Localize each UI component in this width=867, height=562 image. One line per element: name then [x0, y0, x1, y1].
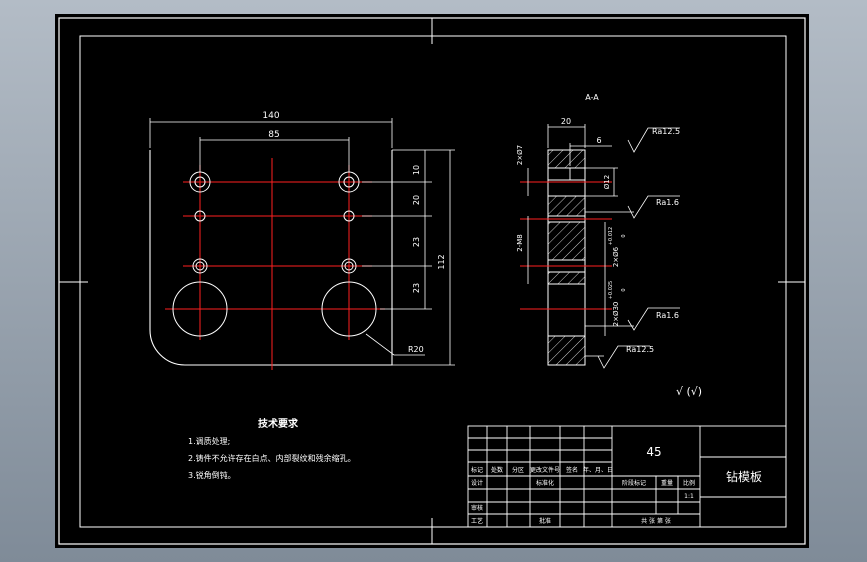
- hdr-date: 年、月、日: [583, 466, 613, 474]
- tech-item-3: 3.锐角倒钝。: [188, 470, 236, 480]
- section-view: A-A: [516, 93, 680, 369]
- row-process: 工艺: [471, 517, 483, 525]
- weight: 重量: [661, 479, 673, 487]
- tol2-bush-hole-30: 0: [621, 288, 627, 291]
- dim-row-4: 23: [412, 283, 421, 293]
- roughness-1: Ra12.5: [652, 127, 680, 136]
- plate-outline: [149, 150, 393, 366]
- stage-mark: 阶段标记: [622, 479, 646, 487]
- tech-title: 技术要求: [258, 417, 299, 430]
- dim-row-1: 10: [412, 165, 421, 175]
- hdr-sign: 签名: [566, 466, 578, 474]
- row-design: 设计: [471, 479, 483, 487]
- dim-corner-radius: R20: [408, 345, 424, 354]
- hdr-change-doc: 更改文件号: [530, 466, 560, 474]
- center-lines: [165, 158, 385, 370]
- tech-requirements: 技术要求 1.调质处理; 2.铸件不允许存在白点、内部裂纹和残余缩孔。 3.锐角…: [188, 417, 356, 480]
- holes: [172, 171, 377, 337]
- section-body: [520, 149, 612, 366]
- row-approve: 批准: [539, 517, 551, 525]
- part-name: 钻模板: [726, 469, 762, 484]
- bush-hole-left: [172, 281, 228, 337]
- callout-small-hole: 2×Ø7: [516, 145, 524, 165]
- title-block: 45 钻模板 标记 处数 分区 更改文件号 签名 年、月、日 设计 标准化 审核…: [467, 425, 787, 528]
- guide-hole-right-inner: [344, 261, 354, 271]
- hdr-count: 处数: [491, 466, 503, 474]
- roughness-3: Ra1.6: [656, 311, 679, 320]
- centering-marks: [59, 18, 805, 544]
- roughness-4: Ra12.5: [626, 345, 654, 354]
- bush-hole-right: [321, 281, 377, 337]
- guide-hole-left-inner: [195, 261, 205, 271]
- callout-bush-hole-30: 2×Ø30: [612, 302, 620, 327]
- plan-view: 140 85 10 20 23 23 112 R20: [149, 111, 455, 370]
- dim-counterbore: 6: [596, 136, 601, 145]
- tol2-bush-hole-6: 0: [621, 234, 627, 237]
- dim-hole-spacing: 85: [268, 130, 279, 140]
- through-hole-left: [194, 176, 206, 188]
- tech-item-2: 2.铸件不允许存在白点、内部裂纹和残余缩孔。: [188, 453, 356, 463]
- dim-small-dia: Ø12: [603, 175, 611, 189]
- dim-row-3: 23: [412, 237, 421, 247]
- threaded-hole-left: [194, 210, 206, 222]
- scale: 比例: [683, 479, 695, 487]
- row-standard: 标准化: [536, 479, 554, 487]
- material: 45: [646, 445, 661, 459]
- plan-dimension-lines: [149, 118, 455, 366]
- drawing-background: [55, 14, 809, 548]
- hdr-zone: 分区: [512, 466, 524, 474]
- guide-hole-right: [341, 258, 357, 274]
- threaded-hole-right: [343, 210, 355, 222]
- dim-overall-height: 112: [437, 254, 446, 269]
- tol-bush-hole-6: +0.012: [608, 227, 614, 246]
- dim-overall-width: 140: [262, 111, 279, 121]
- guide-hole-left: [192, 258, 208, 274]
- tech-item-1: 1.调质处理;: [188, 436, 230, 446]
- callout-mid-hole: 2-M8: [516, 234, 524, 251]
- section-dimension-lines: [527, 124, 680, 369]
- roughness-2: Ra1.6: [656, 198, 679, 207]
- hdr-mark: 标记: [471, 466, 483, 474]
- overall-roughness: √ (√): [676, 385, 702, 398]
- sheets: 共 张 第 张: [641, 517, 671, 525]
- scale-value: 1:1: [684, 493, 694, 500]
- section-title: A-A: [585, 93, 599, 102]
- tol-bush-hole-30: +0.025: [608, 281, 614, 300]
- dim-thickness: 20: [561, 117, 571, 126]
- dim-row-2: 20: [412, 195, 421, 205]
- row-review: 审核: [471, 504, 483, 512]
- through-hole-right: [343, 176, 355, 188]
- callout-bush-hole-6: 2×Ø6: [612, 246, 620, 267]
